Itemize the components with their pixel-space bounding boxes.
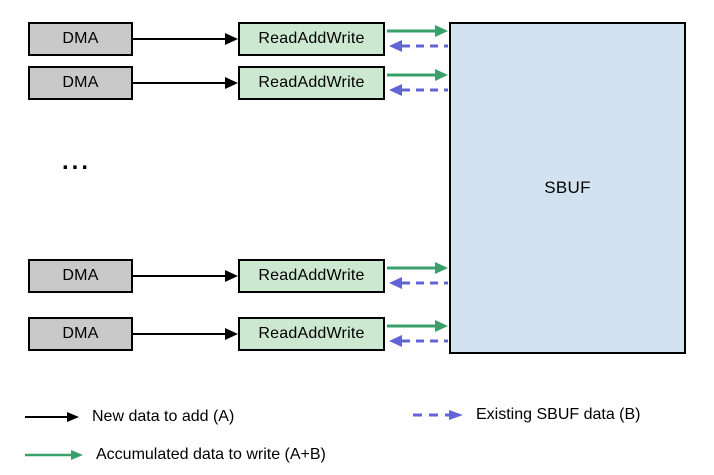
- dataflow-row-3: DMA ReadAddWrite: [0, 259, 714, 293]
- readaddwrite-box-4: ReadAddWrite: [238, 317, 385, 351]
- existing-data-arrow-icon: [389, 40, 448, 52]
- accumulated-data-arrow-icon: [387, 69, 448, 81]
- dataflow-row-4: DMA ReadAddWrite: [0, 317, 714, 351]
- legend-label-accumulated: Accumulated data to write (A+B): [96, 446, 326, 463]
- dma-label: DMA: [62, 30, 99, 47]
- existing-data-arrow-icon: [389, 277, 448, 289]
- readaddwrite-label: ReadAddWrite: [258, 74, 365, 91]
- dma-label: DMA: [62, 267, 99, 284]
- new-data-arrow-icon: [133, 77, 238, 89]
- dma-label: DMA: [62, 74, 99, 91]
- blue-dashed-arrow-icon: [413, 410, 463, 420]
- accumulated-data-arrow-icon: [387, 320, 448, 332]
- accumulated-data-arrow-icon: [387, 262, 448, 274]
- existing-data-arrow-icon: [389, 335, 448, 347]
- dma-box-1: DMA: [28, 22, 133, 56]
- more-rows-ellipsis: ...: [62, 148, 92, 175]
- dataflow-row-1: DMA ReadAddWrite: [0, 22, 714, 56]
- legend-item-new-data: New data to add (A): [25, 406, 234, 428]
- black-arrow-icon: [25, 412, 79, 422]
- existing-data-arrow-icon: [389, 84, 448, 96]
- readaddwrite-label: ReadAddWrite: [258, 30, 365, 47]
- sbuf-label: SBUF: [544, 178, 591, 197]
- legend-label-existing: Existing SBUF data (B): [476, 406, 641, 423]
- green-arrow-icon: [25, 450, 83, 460]
- legend-label-new-data: New data to add (A): [92, 408, 235, 425]
- readaddwrite-box-3: ReadAddWrite: [238, 259, 385, 293]
- dataflow-row-2: DMA ReadAddWrite: [0, 66, 714, 100]
- legend-item-existing: Existing SBUF data (B): [413, 404, 641, 426]
- new-data-arrow-icon: [133, 328, 238, 340]
- sbuf-box: SBUF: [449, 22, 686, 354]
- dma-box-2: DMA: [28, 66, 133, 100]
- dma-box-4: DMA: [28, 317, 133, 351]
- readaddwrite-box-1: ReadAddWrite: [238, 22, 385, 56]
- readaddwrite-box-2: ReadAddWrite: [238, 66, 385, 100]
- new-data-arrow-icon: [133, 270, 238, 282]
- dma-box-3: DMA: [28, 259, 133, 293]
- new-data-arrow-icon: [133, 33, 238, 45]
- readaddwrite-label: ReadAddWrite: [258, 325, 365, 342]
- legend-item-accumulated: Accumulated data to write (A+B): [25, 444, 326, 466]
- readaddwrite-label: ReadAddWrite: [258, 267, 365, 284]
- accumulated-data-arrow-icon: [387, 25, 448, 37]
- dma-label: DMA: [62, 325, 99, 342]
